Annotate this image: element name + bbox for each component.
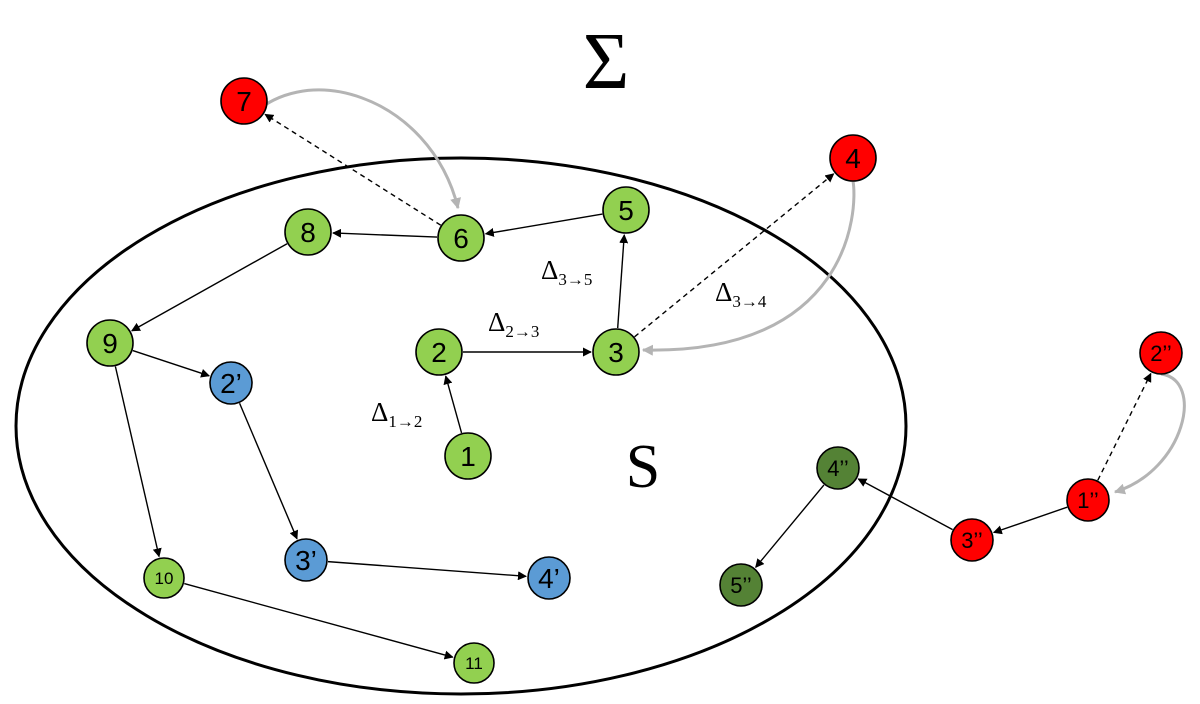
delta-label-3-5: Δ3→5 [541, 255, 592, 289]
node-label-n8: 8 [300, 217, 316, 248]
node-label-n6: 6 [453, 223, 469, 254]
node-label-n9: 9 [102, 328, 118, 359]
node-circle-n9 [86, 319, 134, 367]
set-s-label: S [626, 433, 660, 501]
node-label-n4: 4 [845, 143, 861, 174]
node-label-p3: 3’ [295, 545, 317, 576]
edge-n9-to-p2 [132, 349, 211, 378]
edge-n6-to-n7 [264, 113, 442, 226]
edge-n9-to-n10 [114, 366, 162, 558]
node-circle-p2 [209, 361, 253, 405]
node-label-n10: 10 [155, 569, 174, 588]
node-circle-p3 [284, 538, 328, 582]
node-p2: 2’ [209, 361, 253, 405]
node-circle-p4 [527, 556, 571, 600]
node-circle-n7 [220, 77, 268, 125]
node-circle-n1 [444, 432, 492, 480]
edges-layer [114, 88, 1186, 660]
node-n1: 1 [444, 432, 492, 480]
node-label-q2: 2’’ [1150, 341, 1172, 366]
node-label-n2: 2 [431, 337, 447, 368]
node-q5: 5’’ [719, 563, 763, 607]
node-circle-n10 [143, 557, 185, 599]
node-n5: 5 [602, 186, 650, 234]
node-n4: 4 [829, 134, 877, 182]
delta-label-1-2: Δ1→2 [371, 397, 422, 431]
node-q2: 2’’ [1139, 331, 1183, 375]
set-s-boundary [14, 156, 908, 696]
node-p3: 3’ [284, 538, 328, 582]
nodes-layer: 1 2 3 4 5 6 7 8 9 10 11 2’ 3’ 4’ 1’’ 2’’ 3’’ 4’’ 5’’ [86, 77, 1183, 684]
node-circle-n11 [453, 642, 495, 684]
edge-q1-to-q3 [992, 506, 1068, 535]
node-label-n3: 3 [608, 337, 624, 368]
node-n7: 7 [220, 77, 268, 125]
node-circle-q3 [950, 518, 994, 562]
node-label-q5: 5’’ [730, 573, 752, 598]
edge-p3-to-p4 [327, 560, 527, 581]
node-circle-n5 [602, 186, 650, 234]
node-label-p4: 4’ [538, 563, 560, 594]
node-circle-n8 [284, 208, 332, 256]
edge-n5-to-n6 [484, 213, 603, 237]
node-circle-n6 [437, 214, 485, 262]
edge-n8-to-n9 [131, 243, 288, 332]
node-circle-n2 [415, 328, 463, 376]
node-n2: 2 [415, 328, 463, 376]
node-circle-q5 [719, 563, 763, 607]
node-n8: 8 [284, 208, 332, 256]
edge-n10-to-n11 [184, 582, 454, 660]
edge-n3-to-n5 [616, 234, 629, 329]
edge-n7-to-n6 [242, 88, 461, 210]
node-circle-q2 [1139, 331, 1183, 375]
node-label-q4: 4’’ [827, 456, 849, 481]
edge-n3-to-n4 [634, 173, 835, 338]
node-q3: 3’’ [950, 518, 994, 562]
set-sigma-label: Σ [583, 18, 630, 106]
node-circle-q4 [816, 446, 860, 490]
node-label-q3: 3’’ [961, 528, 983, 553]
edge-q4-to-q5 [755, 484, 825, 568]
node-q1: 1’’ [1066, 478, 1110, 522]
node-circle-n3 [592, 328, 640, 376]
edge-q2-to-q1 [1113, 372, 1186, 495]
edge-p2-to-p3 [238, 402, 299, 540]
node-p4: 4’ [527, 556, 571, 600]
node-label-n11: 11 [465, 654, 483, 673]
node-n6: 6 [437, 214, 485, 262]
node-n3: 3 [592, 328, 640, 376]
edge-q3-to-q4 [857, 478, 953, 531]
node-label-n1: 1 [460, 441, 476, 472]
edge-q1-to-q2 [1097, 372, 1152, 481]
node-n9: 9 [86, 319, 134, 367]
delta-label-3-4: Δ3→4 [715, 277, 767, 311]
node-n10: 10 [143, 557, 185, 599]
node-label-n7: 7 [236, 86, 252, 117]
node-q4: 4’’ [816, 446, 860, 490]
node-circle-q1 [1066, 478, 1110, 522]
node-n11: 11 [453, 642, 495, 684]
node-circle-n4 [829, 134, 877, 182]
edge-n1-to-n2 [443, 375, 463, 434]
edge-n6-to-n8 [332, 228, 438, 238]
delta-label-2-3: Δ2→3 [488, 307, 539, 341]
node-label-n5: 5 [618, 195, 634, 226]
edge-n4-to-n3 [641, 180, 856, 356]
node-label-q1: 1’’ [1077, 488, 1099, 513]
node-label-p2: 2’ [220, 368, 242, 399]
